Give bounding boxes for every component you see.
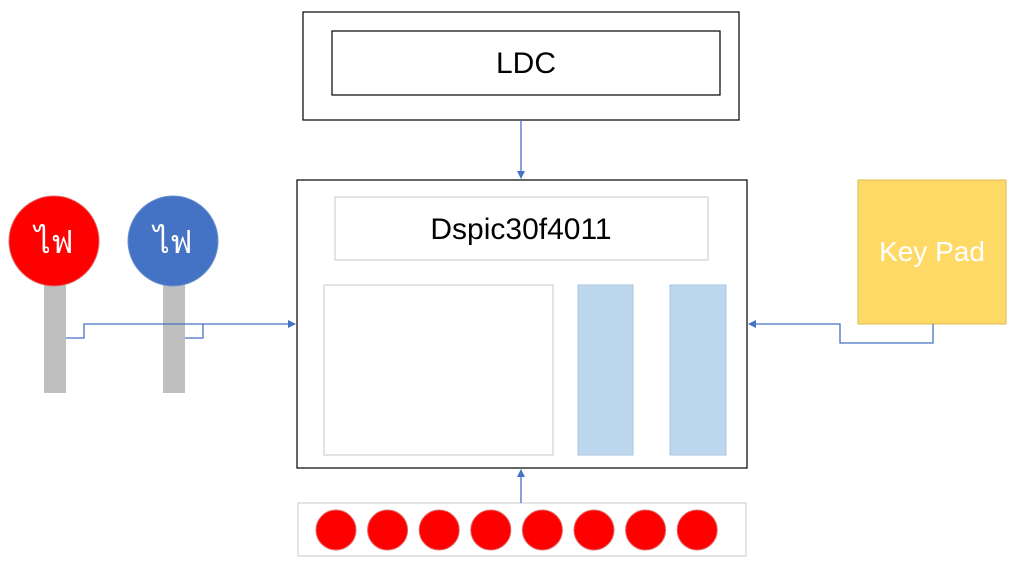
- led-2: [367, 509, 409, 551]
- connector-keypad-to-mcu: [748, 320, 934, 344]
- led-7: [625, 509, 667, 551]
- led-4: [470, 509, 512, 551]
- keypad-label: Key Pad: [879, 236, 985, 267]
- connector-lamp-red-to-mcu: [66, 320, 296, 339]
- led-1: [315, 509, 357, 551]
- lamp-red: ไฟ: [8, 195, 100, 393]
- lamp-blue-head: [127, 195, 219, 287]
- mcu-title-box: [334, 196, 709, 261]
- lamp-red-label: ไฟ: [32, 224, 74, 260]
- led-3: [418, 509, 460, 551]
- connector-lamp-blue-to-mcu: [185, 324, 204, 339]
- led-strip: [297, 502, 747, 557]
- ldc-inner-box: [331, 30, 721, 96]
- keypad-module: Key Pad: [857, 179, 1007, 325]
- mcu-label: Dspic30f4011: [430, 213, 611, 246]
- mcu-module: Dspic30f4011: [296, 179, 748, 469]
- mcu-display-area: [323, 284, 554, 456]
- led-8: [676, 509, 718, 551]
- led-6: [573, 509, 615, 551]
- connectors: [66, 120, 934, 503]
- lamp-blue: ไฟ: [127, 195, 219, 393]
- mcu-side-panel-right: [669, 284, 727, 456]
- led-group: [315, 509, 718, 551]
- lamp-blue-label: ไฟ: [151, 224, 193, 260]
- keypad-box: [857, 179, 1007, 325]
- lamp-red-head: [8, 195, 100, 287]
- ldc-module: LDC: [302, 11, 740, 121]
- lamp-red-pole: [44, 283, 66, 393]
- ldc-label: LDC: [496, 47, 556, 80]
- lamp-blue-pole: [163, 283, 185, 393]
- mcu-side-panel-left: [577, 284, 634, 456]
- led-5: [521, 509, 563, 551]
